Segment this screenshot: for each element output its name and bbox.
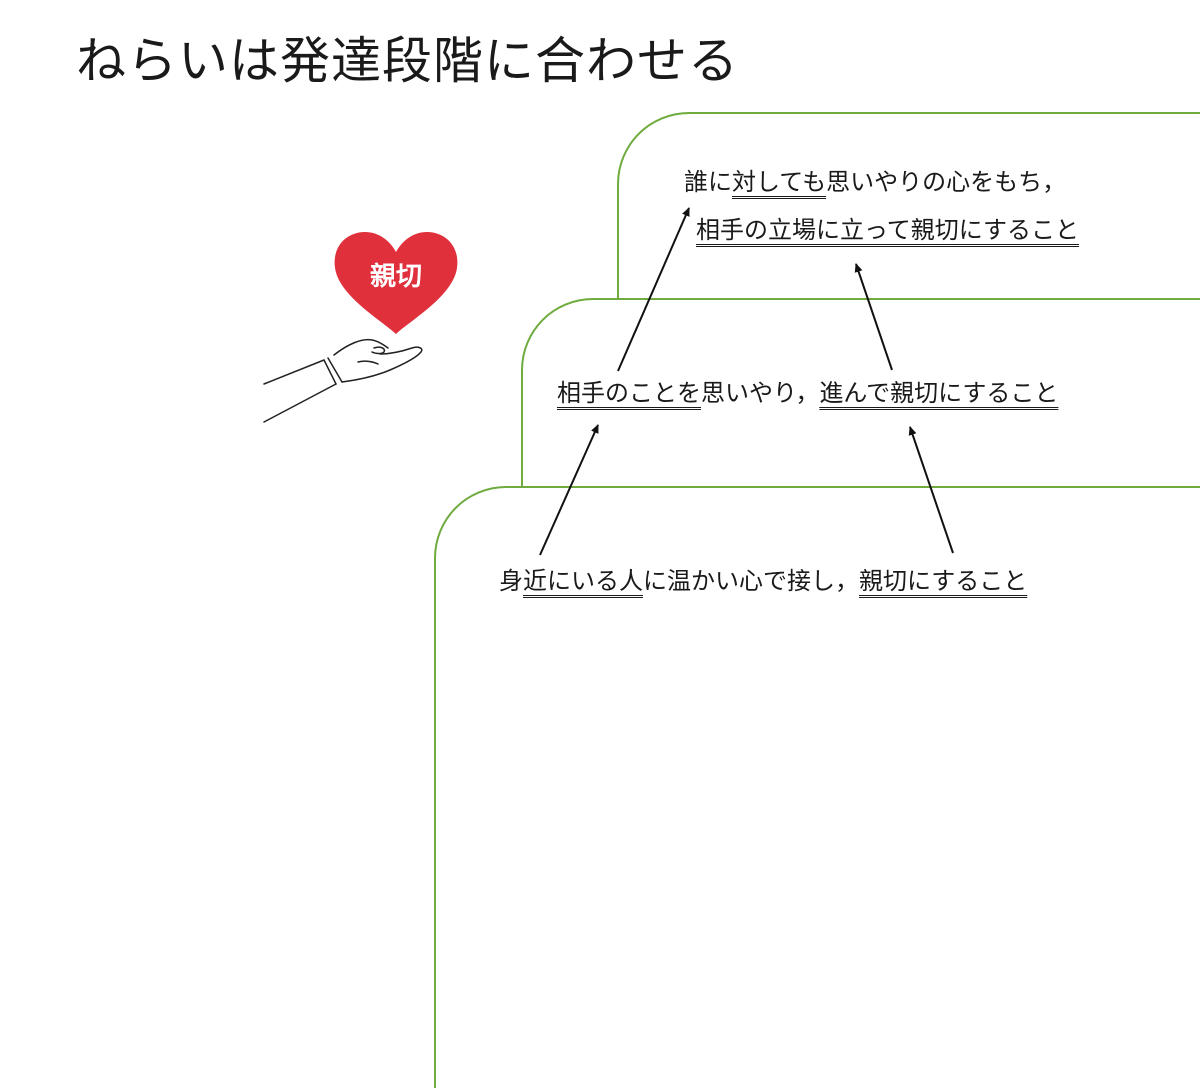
bottom-step-text: 身近にいる人に温かい心で接し，親切にすること <box>499 565 1027 597</box>
open-hand-icon <box>263 338 423 423</box>
page-title: ねらいは発達段階に合わせる <box>76 32 739 90</box>
bottom-plain-a: 身 <box>499 567 523 595</box>
top-line2-underlined: 相手の立場に立って親切にすること <box>696 216 1080 244</box>
top-line1-a: 誰に <box>684 168 732 196</box>
bottom-underlined-2: 親切にすること <box>859 567 1028 595</box>
top-line1-b: 思いやりの心をもち， <box>826 168 1067 196</box>
middle-step-text: 相手のことを思いやり，進んで親切にすること <box>557 377 1058 409</box>
top-step-line-1: 誰に対しても思いやりの心をもち， <box>684 166 1066 198</box>
top-line1-underlined: 対しても <box>732 168 827 196</box>
middle-underlined-2: 進んで親切にすること <box>819 379 1059 407</box>
heart-label: 親切 <box>369 262 422 292</box>
top-step-line-2: 相手の立場に立って親切にすること <box>696 214 1079 246</box>
middle-underlined-1: 相手のことを <box>557 379 701 407</box>
bottom-plain-b: に温かい心で接し， <box>643 567 859 595</box>
heart-icon: 親切 <box>333 230 459 336</box>
middle-plain: 思いやり， <box>701 379 820 407</box>
bottom-underlined-1: 近にいる人 <box>523 567 643 595</box>
